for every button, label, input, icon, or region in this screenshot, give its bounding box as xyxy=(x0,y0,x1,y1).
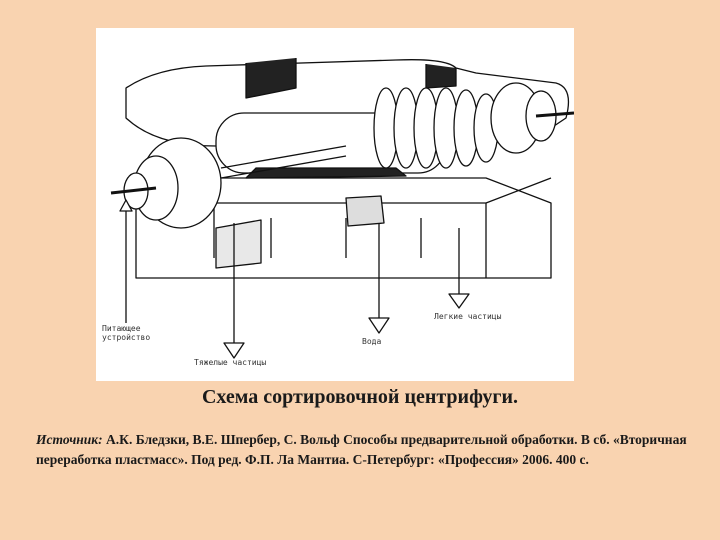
left-hub xyxy=(110,137,222,229)
feed-device-label: Питающее устройство xyxy=(102,324,151,342)
centrifuge-drawing xyxy=(110,58,574,359)
figure-caption: Схема сортировочной центрифуги. xyxy=(201,386,519,408)
centrifuge-diagram: Питающее устройство Тяжелые частицы Вода… xyxy=(96,28,574,381)
source-label: Источник: xyxy=(36,432,103,447)
source-text: А.К. Бледзки, В.Е. Шпербер, С. Вольф Спо… xyxy=(36,432,687,467)
right-hub xyxy=(490,82,574,154)
heavy-particles-arrow xyxy=(223,223,245,359)
screw-conveyor xyxy=(373,87,499,169)
water-arrow xyxy=(368,223,390,334)
light-particles-arrow xyxy=(448,228,470,309)
light-particles-label: Легкие частицы xyxy=(434,312,502,321)
heavy-particles-label: Тяжелые частицы xyxy=(194,358,267,367)
water-label: Вода xyxy=(362,337,382,346)
feed-arrow xyxy=(119,199,133,323)
source-citation: Источник: А.К. Бледзки, В.Е. Шпербер, С.… xyxy=(36,430,696,470)
